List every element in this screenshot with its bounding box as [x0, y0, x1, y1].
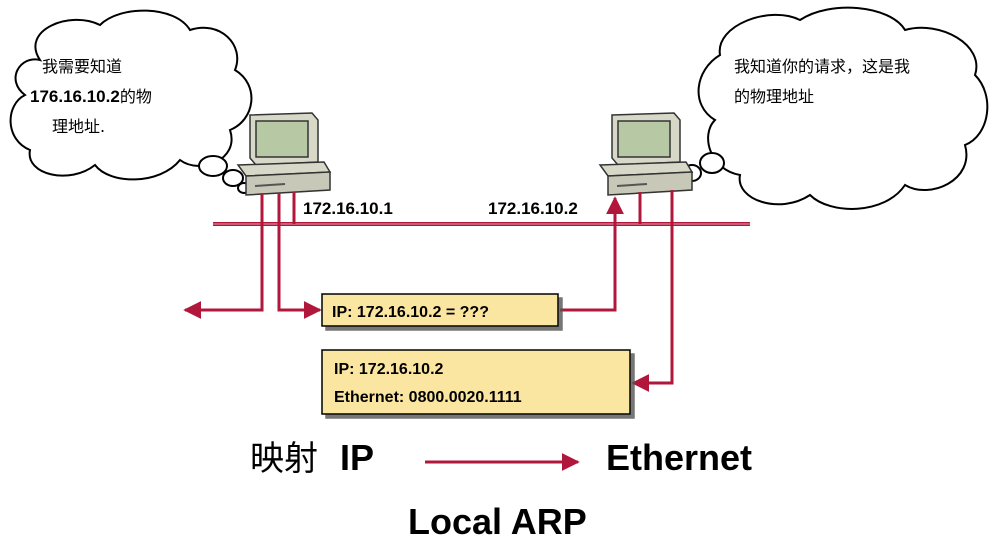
right-thought-cloud: 我知道你的请求，这是我 的物理地址 — [675, 6, 989, 210]
mapping-ethernet-label: Ethernet — [606, 437, 752, 478]
right-cloud-line2: 的物理地址 — [734, 87, 814, 106]
left-cloud-line1: 我需要知道 — [42, 57, 122, 76]
arp-request-text: IP: 172.16.10.2 = ??? — [332, 304, 489, 321]
left-cloud-line3: 理地址. — [52, 117, 105, 136]
right-computer-icon — [598, 112, 694, 196]
left-computer-icon — [236, 112, 332, 196]
mapping-cjk-label: 映射 — [250, 439, 318, 479]
left-host-ip: 172.16.10.1 — [303, 199, 393, 218]
arp-request-lines — [183, 193, 624, 319]
mapping-ip-label: IP — [340, 437, 374, 478]
left-thought-cloud: 我需要知道 176.16.10.2的物 理地址. — [9, 9, 253, 194]
mapping-row: 映射 IP Ethernet — [250, 437, 752, 479]
left-cloud-line2-ip: 176.16.10.2 — [30, 87, 120, 106]
host-drop-lines — [292, 192, 642, 224]
right-host-ip: 172.16.10.2 — [488, 199, 578, 218]
arp-request-box: IP: 172.16.10.2 = ??? — [321, 293, 559, 327]
left-cloud-line2: 176.16.10.2的物 — [30, 87, 152, 106]
arp-reply-line1: IP: 172.16.10.2 — [334, 361, 444, 378]
diagram-title: Local ARP — [408, 501, 587, 542]
left-cloud-line2-rest: 的物 — [120, 87, 152, 106]
arp-reply-box: IP: 172.16.10.2 Ethernet: 0800.0020.1111 — [321, 349, 631, 415]
arp-reply-line — [631, 190, 674, 392]
arp-reply-line2: Ethernet: 0800.0020.1111 — [334, 389, 522, 406]
right-cloud-line1: 我知道你的请求，这是我 — [734, 57, 910, 76]
